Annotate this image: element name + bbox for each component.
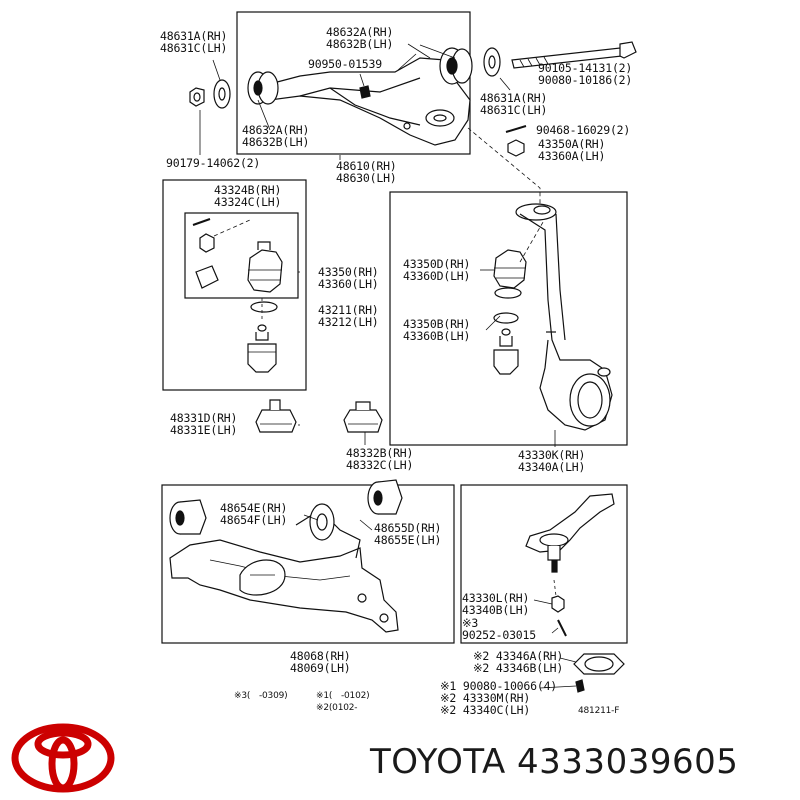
lower-ball-joint: [525, 493, 615, 573]
label-48654e: 48654E(RH): [220, 501, 288, 515]
label-48632a-top: 48632A(RH): [326, 25, 394, 39]
label-43330m: ※2 43330M(RH): [440, 691, 531, 705]
label-48631a-right: 48631A(RH): [480, 91, 548, 105]
label-90080-10066: ※1 90080-10066(4): [440, 679, 558, 693]
label-48654f: 48654F(LH): [220, 513, 288, 527]
lower-bushing-mid: [309, 503, 335, 541]
bump-stopper-left: [255, 399, 297, 433]
label-48630: 48630(LH): [336, 171, 397, 185]
label-43350: 43350(RH): [318, 265, 379, 279]
small-bolt: [575, 679, 585, 693]
steering-knuckle: [515, 203, 613, 431]
label-43350b: 43350B(RH): [403, 317, 471, 331]
note-1: ※1( -0102): [316, 691, 370, 701]
label-48331d: 48331D(RH): [170, 411, 238, 425]
note-3: ※3( -0309): [234, 691, 288, 701]
label-43324b: 43324B(RH): [214, 183, 282, 197]
upper-bushing-left: [247, 71, 279, 105]
lower-joint-box: [460, 484, 628, 644]
label-48655e: 48655E(LH): [374, 533, 442, 547]
cotter-pin-small: [192, 218, 211, 226]
label-note-3-mark: ※3: [462, 616, 479, 630]
label-90252: 90252-03015: [462, 628, 536, 642]
label-48631c-top: 48631C(LH): [160, 41, 228, 55]
label-90105: 90105-14131(2): [538, 61, 633, 75]
snap-ring-right-2: [493, 312, 519, 324]
label-43212: 43212(LH): [318, 315, 379, 329]
label-48632a-bottom: 48632A(RH): [242, 123, 310, 137]
snap-ring-right-1: [494, 287, 522, 299]
label-43346a: ※2 43346A(RH): [473, 649, 564, 663]
label-43211: 43211(RH): [318, 303, 379, 317]
label-90468: 90468-16029(2): [536, 123, 631, 137]
lower-nut: [551, 595, 565, 613]
label-48631c-right: 48631C(LH): [480, 103, 548, 117]
label-43360d: 43360D(LH): [403, 269, 471, 283]
label-48068: 48068(RH): [290, 649, 351, 663]
label-43360b: 43360B(LH): [403, 329, 471, 343]
washer-left: [213, 79, 231, 109]
castle-nut-small: [199, 233, 215, 253]
label-48069: 48069(LH): [290, 661, 351, 675]
dust-boot-right: [493, 249, 527, 289]
label-90179: 90179-14062(2): [166, 156, 261, 170]
note-2: ※2(0102-: [316, 703, 367, 713]
ball-joint-inner-box: [184, 212, 299, 299]
label-43346b: ※2 43346B(LH): [473, 661, 564, 675]
bump-stopper-center: [343, 401, 383, 433]
label-48655d: 48655D(RH): [374, 521, 442, 535]
lower-bushing-right: [367, 479, 403, 515]
lower-cotter: [557, 619, 567, 637]
castle-nut-top: [507, 139, 525, 157]
label-43350d: 43350D(RH): [403, 257, 471, 271]
label-48332c: 48332C(LH): [346, 458, 414, 472]
knuckle-box: [389, 191, 628, 446]
label-43340c: ※2 43340C(LH): [440, 703, 531, 717]
ball-joint-left: [247, 324, 277, 373]
lower-arm-box: [161, 484, 455, 644]
label-43360a: 43360A(LH): [538, 149, 606, 163]
label-48331e: 48331E(LH): [170, 423, 238, 437]
toyota-logo-icon: [11, 723, 115, 793]
figure-number: 481211-F: [578, 706, 620, 716]
label-43360: 43360(LH): [318, 277, 379, 291]
brand-part-number: TOYOTA 4333039605: [370, 742, 739, 782]
leader-lines: [257, 43, 577, 689]
lower-control-arm: [169, 509, 399, 633]
label-48632b-top: 48632B(LH): [326, 37, 394, 51]
ball-joint-box: [162, 179, 307, 391]
label-90950: 90950-01539: [308, 57, 382, 71]
label-43324c: 43324C(LH): [214, 195, 282, 209]
label-48631a-top: 48631A(RH): [160, 29, 228, 43]
label-43340b: 43340B(LH): [462, 603, 530, 617]
dust-cover-ring: [573, 653, 625, 675]
label-43330l: 43330L(RH): [462, 591, 530, 605]
label-48610: 48610(RH): [336, 159, 397, 173]
washer-right: [483, 47, 501, 77]
upper-bushing-right: [439, 47, 473, 85]
long-bolt: [511, 41, 637, 69]
upper-control-arm: [261, 57, 471, 146]
grease-fitting: [359, 85, 371, 99]
label-43350a: 43350A(RH): [538, 137, 606, 151]
nut-left: [189, 87, 205, 107]
label-43340a: 43340A(LH): [518, 460, 586, 474]
label-43330k: 43330K(RH): [518, 448, 586, 462]
label-48632b-bottom: 48632B(LH): [242, 135, 310, 149]
lower-bushing-left: [169, 499, 207, 535]
upper-arm-box: [236, 11, 471, 155]
dust-boot-left: [247, 241, 283, 293]
ball-joint-right: [493, 328, 519, 375]
label-48332b: 48332B(RH): [346, 446, 414, 460]
label-90080-10186: 90080-10186(2): [538, 73, 633, 87]
boot-clip: [195, 265, 219, 289]
snap-ring-left: [250, 301, 278, 313]
